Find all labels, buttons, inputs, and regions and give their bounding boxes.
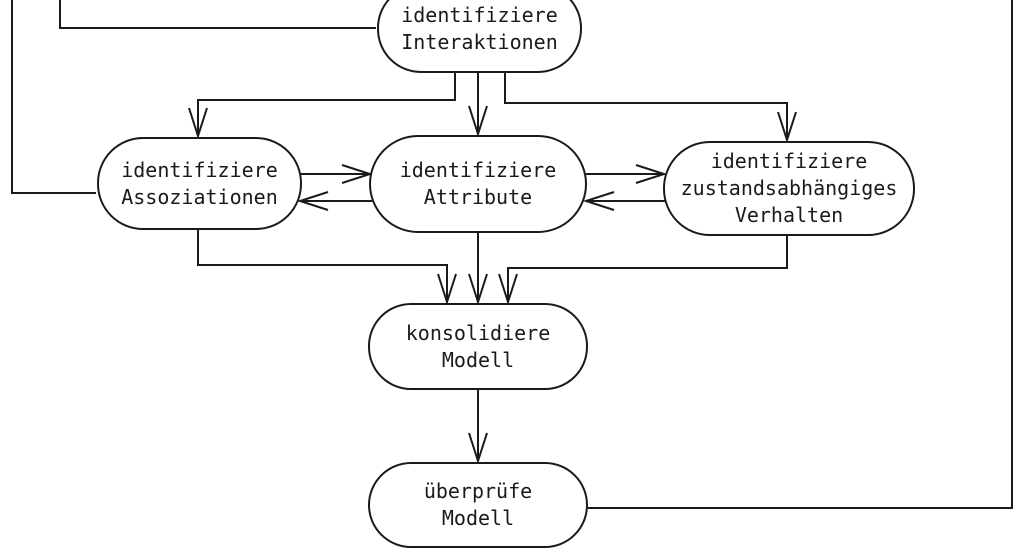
edge-verhalten-to-konsolidiere xyxy=(498,236,788,306)
edge-interaktionen-to-verhalten xyxy=(504,73,797,144)
edge-attribute-to-konsolidiere xyxy=(468,233,488,306)
node-identifiziere-assoziationen: identifiziere Assoziationen xyxy=(97,137,302,230)
edge-assoziationen-to-attribute xyxy=(298,164,374,184)
edge-verhalten-to-attribute xyxy=(582,191,665,211)
edge-attribute-to-verhalten xyxy=(586,164,668,184)
edge-interaktionen-to-attribute xyxy=(468,73,488,138)
node-identifiziere-interaktionen: identifiziere Interaktionen xyxy=(377,0,582,73)
node-ueberpruefe-modell: überprüfe Modell xyxy=(368,462,588,548)
node-konsolidiere-modell: konsolidiere Modell xyxy=(368,303,588,390)
edge-offscreen-to-assoziationen xyxy=(11,0,96,194)
node-identifiziere-attribute: identifiziere Attribute xyxy=(369,135,587,233)
edge-attribute-to-assoziationen xyxy=(296,191,372,211)
edge-ueberpruefe-to-offscreen xyxy=(588,0,1013,509)
edge-interaktionen-to-assoziationen xyxy=(188,73,456,140)
edge-offscreen-to-interaktionen xyxy=(59,0,376,29)
edge-konsolidiere-to-ueberpruefe xyxy=(468,390,488,465)
edge-assoziationen-to-konsolidiere xyxy=(197,230,457,306)
node-identifiziere-zustandsabhaengiges-verhalten: identifiziere zustandsabhängiges Verhalt… xyxy=(663,141,915,236)
